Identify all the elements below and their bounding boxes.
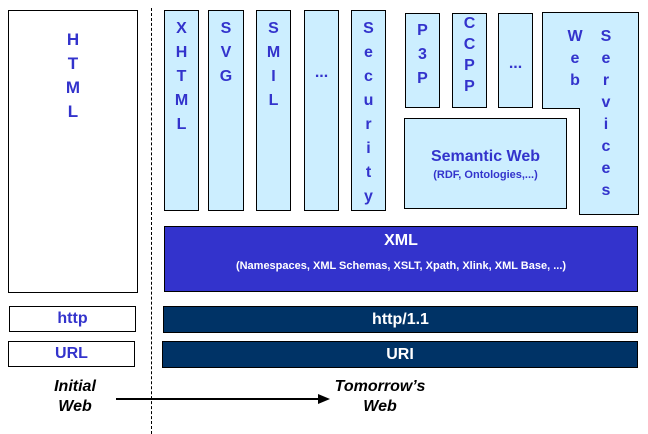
letter: 3 — [418, 46, 427, 63]
more-label: ... — [314, 64, 329, 81]
caption-line: Web — [363, 398, 397, 415]
letter: S — [268, 20, 279, 37]
more-small-column: ... — [498, 13, 533, 108]
letter: L — [67, 102, 79, 121]
letter: G — [219, 68, 233, 85]
letter: e — [601, 160, 611, 177]
letter: r — [365, 116, 372, 133]
letter: s — [601, 182, 611, 199]
letter: S — [220, 20, 232, 37]
caption-line: Initial — [54, 378, 96, 395]
letter: S — [363, 20, 374, 37]
letter: S — [600, 28, 612, 45]
uri-label: URI — [386, 346, 414, 363]
semantic-web-title: Semantic Web — [430, 148, 541, 165]
letter: W — [567, 28, 583, 45]
letter: i — [366, 140, 371, 157]
web-services-box — [542, 12, 639, 215]
letter: V — [220, 44, 232, 61]
http-box: http — [9, 306, 136, 332]
letter: I — [271, 68, 276, 85]
semantic-web-subtitle: (RDF, Ontologies,...) — [433, 169, 538, 181]
letter: M — [65, 78, 81, 97]
initial-web-caption: Initial Web — [30, 377, 120, 417]
caption-line: Tomorrow’s — [334, 378, 426, 395]
letter: i — [603, 116, 609, 133]
letter: c — [364, 68, 373, 85]
xml-subtitle: (Namespaces, XML Schemas, XSLT, Xpath, X… — [235, 260, 567, 272]
semantic-web-box: Semantic Web (RDF, Ontologies,...) — [404, 118, 567, 209]
url-box: URL — [8, 341, 135, 367]
url-label: URL — [55, 345, 88, 362]
letter: L — [268, 92, 279, 109]
http11-layer: http/1.1 — [163, 306, 638, 333]
letter: P — [464, 78, 475, 95]
http-label: http — [57, 310, 88, 327]
letter: c — [601, 138, 611, 155]
letter: T — [67, 54, 79, 73]
letter: C — [463, 36, 476, 53]
letter: H — [66, 30, 80, 49]
letter: T — [176, 68, 187, 85]
xml-title: XML — [384, 232, 418, 249]
letter: M — [174, 92, 189, 109]
xml-layer: XML (Namespaces, XML Schemas, XSLT, Xpat… — [164, 226, 638, 292]
letter: P — [417, 70, 428, 87]
letter: C — [463, 15, 476, 32]
letter: e — [570, 50, 580, 67]
http11-label: http/1.1 — [372, 311, 429, 328]
letter: L — [176, 116, 187, 133]
letter: H — [175, 44, 188, 61]
letter: b — [570, 72, 580, 89]
uri-layer: URI — [162, 341, 638, 368]
caption-line: Web — [58, 398, 92, 415]
letter: r — [602, 72, 610, 89]
evolution-arrow — [116, 394, 330, 404]
more-small-label: ... — [508, 55, 523, 72]
letter: u — [363, 92, 374, 109]
letter: v — [601, 94, 611, 111]
letter: e — [364, 44, 373, 61]
era-divider — [151, 8, 152, 434]
letter: t — [365, 164, 372, 181]
letter: P — [417, 22, 428, 39]
letter: M — [266, 44, 281, 61]
letter: X — [176, 20, 187, 37]
letter: e — [601, 50, 611, 67]
letter: y — [364, 188, 373, 205]
letter: P — [464, 57, 475, 74]
more-column: ... — [304, 10, 339, 211]
tomorrow-web-caption: Tomorrow’s Web — [325, 377, 435, 417]
